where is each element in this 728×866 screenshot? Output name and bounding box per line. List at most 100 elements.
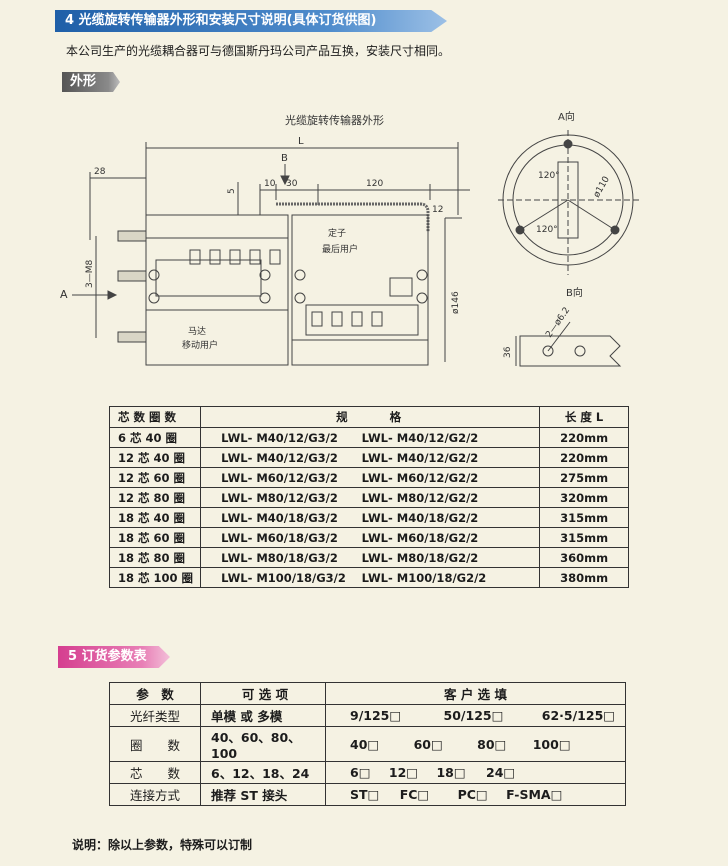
- option-checkbox[interactable]: F-SMA□: [506, 787, 563, 802]
- dim-5: 5: [227, 188, 237, 194]
- option-checkbox[interactable]: 60□: [413, 736, 443, 752]
- spec-cell: 12 芯 60 圈: [108, 467, 202, 488]
- order-header-customer: 客 户 选 填: [325, 682, 626, 705]
- rotor-label-1: 马达: [188, 325, 206, 337]
- spec-cell: LWL- M60/18/G3/2: [200, 527, 354, 548]
- dim-B: B: [281, 153, 288, 164]
- dim-30: 30: [286, 179, 298, 189]
- spec-cell: LWL- M80/18/G2/2: [353, 547, 541, 568]
- spec-cell: 6 芯 40 圈: [108, 427, 202, 448]
- spec-cell: LWL- M80/12/G3/2: [200, 487, 354, 508]
- arrow-A: A: [60, 288, 68, 301]
- drawing-title: 光缆旋转传输器外形: [285, 113, 384, 127]
- spec-cell: 275mm: [539, 467, 629, 488]
- order-choice: 单模 或 多模: [200, 704, 326, 727]
- spec-header-row: 芯 数 圈 数 规 格 长 度 L: [108, 406, 629, 428]
- order-table: 参 数 可 选 项 客 户 选 填 光纤类型 单模 或 多模 9/125□ 50…: [109, 682, 626, 806]
- option-checkbox[interactable]: 6□: [350, 765, 371, 780]
- option-checkbox[interactable]: 9/125□: [350, 708, 402, 723]
- option-checkbox[interactable]: 100□: [532, 736, 571, 752]
- spec-cell: 220mm: [539, 427, 629, 448]
- section-5-banner: 5 订货参数表: [58, 646, 170, 668]
- view-B-label: B向: [566, 286, 583, 299]
- footer-note: 说明：除以上参数，特殊可以订制: [72, 838, 253, 852]
- technical-drawing: 光缆旋转传输器外形 L B 28 5 10 30 120 12: [60, 110, 640, 367]
- spec-cell: LWL- M100/18/G2/2: [353, 567, 541, 588]
- option-checkbox[interactable]: 18□: [436, 765, 466, 780]
- spec-cell: 18 芯 80 圈: [108, 547, 202, 568]
- order-options: 40□ 60□ 80□ 100□: [325, 726, 626, 762]
- order-header-choice: 可 选 项: [200, 682, 326, 705]
- spec-cell: LWL- M40/12/G3/2: [200, 447, 354, 468]
- option-checkbox[interactable]: 50/125□: [443, 708, 504, 723]
- spec-cell: 220mm: [539, 447, 629, 468]
- spec-cell: 18 芯 60 圈: [108, 527, 202, 548]
- spec-cell: LWL- M40/18/G3/2: [200, 507, 354, 528]
- view-A-angle-2: 120°: [536, 225, 558, 235]
- spec-cell: 18 芯 100 圈: [108, 567, 202, 588]
- rotor-label-2: 移动用户: [182, 339, 218, 351]
- spec-header-length: 长 度 L: [539, 406, 629, 428]
- order-row: 连接方式 推荐 ST 接头 ST□ FC□ PC□ F-SMA□: [109, 783, 626, 806]
- stator-label-2: 最后用户: [322, 243, 358, 255]
- option-checkbox[interactable]: 40□: [350, 736, 380, 752]
- spec-cell: 315mm: [539, 507, 629, 528]
- option-checkbox[interactable]: 12□: [388, 765, 419, 780]
- spec-cell: LWL- M40/12/G2/2: [353, 427, 541, 448]
- order-row: 光纤类型 单模 或 多模 9/125□ 50/125□ 62·5/125□: [109, 704, 626, 727]
- order-options: ST□ FC□ PC□ F-SMA□: [325, 783, 626, 806]
- spec-cell: 12 芯 40 圈: [108, 447, 202, 468]
- order-param: 光纤类型: [109, 704, 201, 727]
- dim-10: 10: [264, 179, 276, 189]
- order-row: 芯 数 6、12、18、24 6□ 12□ 18□ 24□: [109, 761, 626, 784]
- spec-header-model-2: 格: [353, 406, 541, 428]
- view-A-dia: ø110: [592, 175, 612, 200]
- spec-header-cores: 芯 数 圈 数: [108, 406, 202, 428]
- order-choice: 推荐 ST 接头: [200, 783, 326, 806]
- spec-cell: LWL- M100/18/G3/2: [200, 567, 354, 588]
- spec-cell: 360mm: [539, 547, 629, 568]
- option-checkbox[interactable]: FC□: [399, 787, 430, 802]
- option-checkbox[interactable]: 80□: [477, 736, 507, 752]
- order-param: 连接方式: [109, 783, 201, 806]
- order-choice: 6、12、18、24: [200, 761, 326, 784]
- view-B-36: 36: [503, 346, 513, 358]
- order-row: 圈 数 40、60、80、100 40□ 60□ 80□ 100□: [109, 726, 626, 762]
- spec-cell: LWL- M60/12/G3/2: [200, 467, 354, 488]
- option-checkbox[interactable]: 24□: [486, 765, 516, 780]
- dim-M8: 3—M8: [85, 260, 95, 288]
- section-5-title: 5 订货参数表: [68, 649, 147, 664]
- order-options: 9/125□ 50/125□ 62·5/125□: [325, 704, 626, 727]
- spec-cell: LWL- M40/12/G3/2: [200, 427, 354, 448]
- option-checkbox[interactable]: ST□: [350, 787, 380, 802]
- option-checkbox[interactable]: PC□: [457, 787, 488, 802]
- dim-12: 12: [432, 205, 443, 215]
- spec-header-model-1: 规: [200, 406, 354, 428]
- view-A-label: A向: [558, 110, 575, 123]
- dim-146: ø146: [451, 291, 461, 314]
- spec-cell: LWL- M40/12/G2/2: [353, 447, 541, 468]
- spec-cell: 12 芯 80 圈: [108, 487, 202, 508]
- stator-label-1: 定子: [328, 227, 346, 239]
- view-A-angle-1: 120°: [538, 171, 560, 181]
- spec-cell: LWL- M40/18/G2/2: [353, 507, 541, 528]
- spec-cell: 18 芯 40 圈: [108, 507, 202, 528]
- order-param: 圈 数: [109, 726, 201, 762]
- order-header-row: 参 数 可 选 项 客 户 选 填: [109, 682, 626, 705]
- spec-cell: LWL- M80/12/G2/2: [353, 487, 541, 508]
- spec-cell: LWL- M60/12/G2/2: [353, 467, 541, 488]
- option-checkbox[interactable]: 62·5/125□: [541, 708, 616, 723]
- spec-cell: LWL- M60/18/G2/2: [353, 527, 541, 548]
- dim-28: 28: [94, 167, 106, 177]
- order-choice: 40、60、80、100: [200, 726, 326, 762]
- spec-cell: 320mm: [539, 487, 629, 508]
- section-4-title: 4 光缆旋转传输器外形和安装尺寸说明(具体订货供图): [65, 13, 377, 28]
- order-param: 芯 数: [109, 761, 201, 784]
